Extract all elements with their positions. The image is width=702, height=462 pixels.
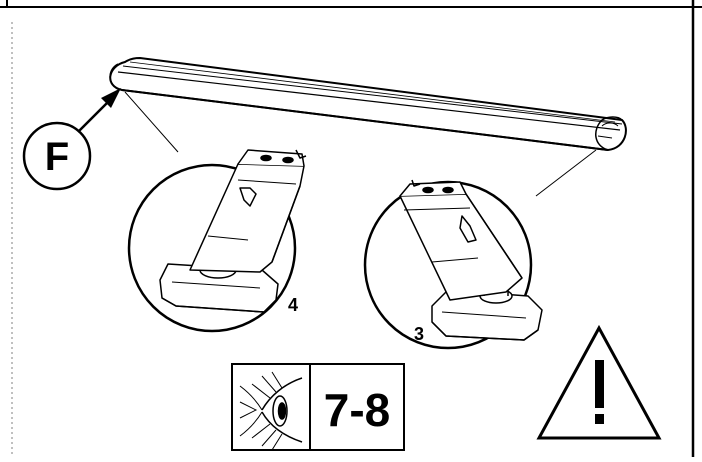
step-reference: 7-8 [324, 384, 390, 436]
detail-number-left: 4 [288, 295, 298, 315]
roof-foot-drawing-right [399, 179, 543, 341]
roof-bar [109, 57, 627, 151]
detail-circle-right [363, 179, 543, 350]
callout-f [22, 88, 121, 191]
detail-number-right: 3 [414, 324, 424, 344]
callout-letter: F [45, 135, 69, 179]
eye-icon [239, 371, 303, 451]
detail-guide-lines [124, 91, 597, 197]
warning-triangle-icon [536, 324, 662, 440]
roof-foot-drawing-left [159, 149, 307, 313]
detail-circle-left [127, 149, 307, 333]
eye-reference-box [231, 363, 405, 451]
